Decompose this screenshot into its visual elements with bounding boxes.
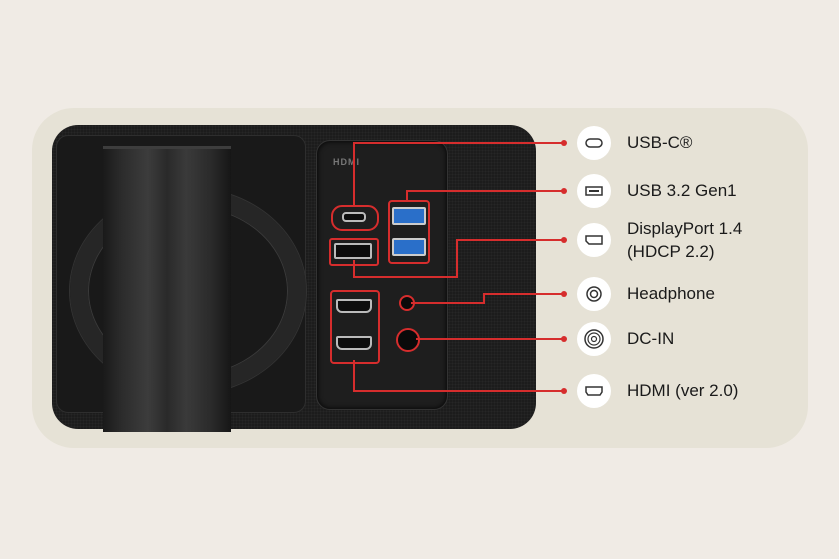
io-panel xyxy=(316,140,448,410)
usb-a-port-2 xyxy=(392,238,426,256)
hdmi-highlight xyxy=(330,290,380,364)
usb-c-port xyxy=(342,212,366,222)
usb-a-icon xyxy=(577,174,611,208)
usb-c-port-highlight xyxy=(331,205,379,231)
label-displayport-hdcp: (HDCP 2.2) xyxy=(627,242,715,261)
dc-in-jack xyxy=(396,328,420,352)
monitor-stand xyxy=(103,146,231,432)
hdmi-port-1 xyxy=(336,299,372,313)
dc-in-icon xyxy=(577,322,611,356)
hdmi-icon xyxy=(577,374,611,408)
displayport-icon xyxy=(577,223,611,257)
label-displayport: DisplayPort 1.4 xyxy=(627,219,743,238)
usb-c-icon xyxy=(577,126,611,160)
label-usb-a: USB 3.2 Gen1 xyxy=(627,181,737,200)
label-hdmi: HDMI (ver 2.0) xyxy=(627,381,739,400)
label-headphone: Headphone xyxy=(627,284,715,303)
hdmi-logo: HDMI xyxy=(333,157,360,167)
displayport-port xyxy=(334,243,372,259)
label-dc-in: DC-IN xyxy=(627,329,675,348)
usb-a-highlight xyxy=(388,200,430,264)
hdmi-port-2 xyxy=(336,336,372,350)
usb-a-port-1 xyxy=(392,207,426,225)
headphone-jack-icon xyxy=(577,277,611,311)
label-usb-c: USB-C® xyxy=(627,133,693,152)
